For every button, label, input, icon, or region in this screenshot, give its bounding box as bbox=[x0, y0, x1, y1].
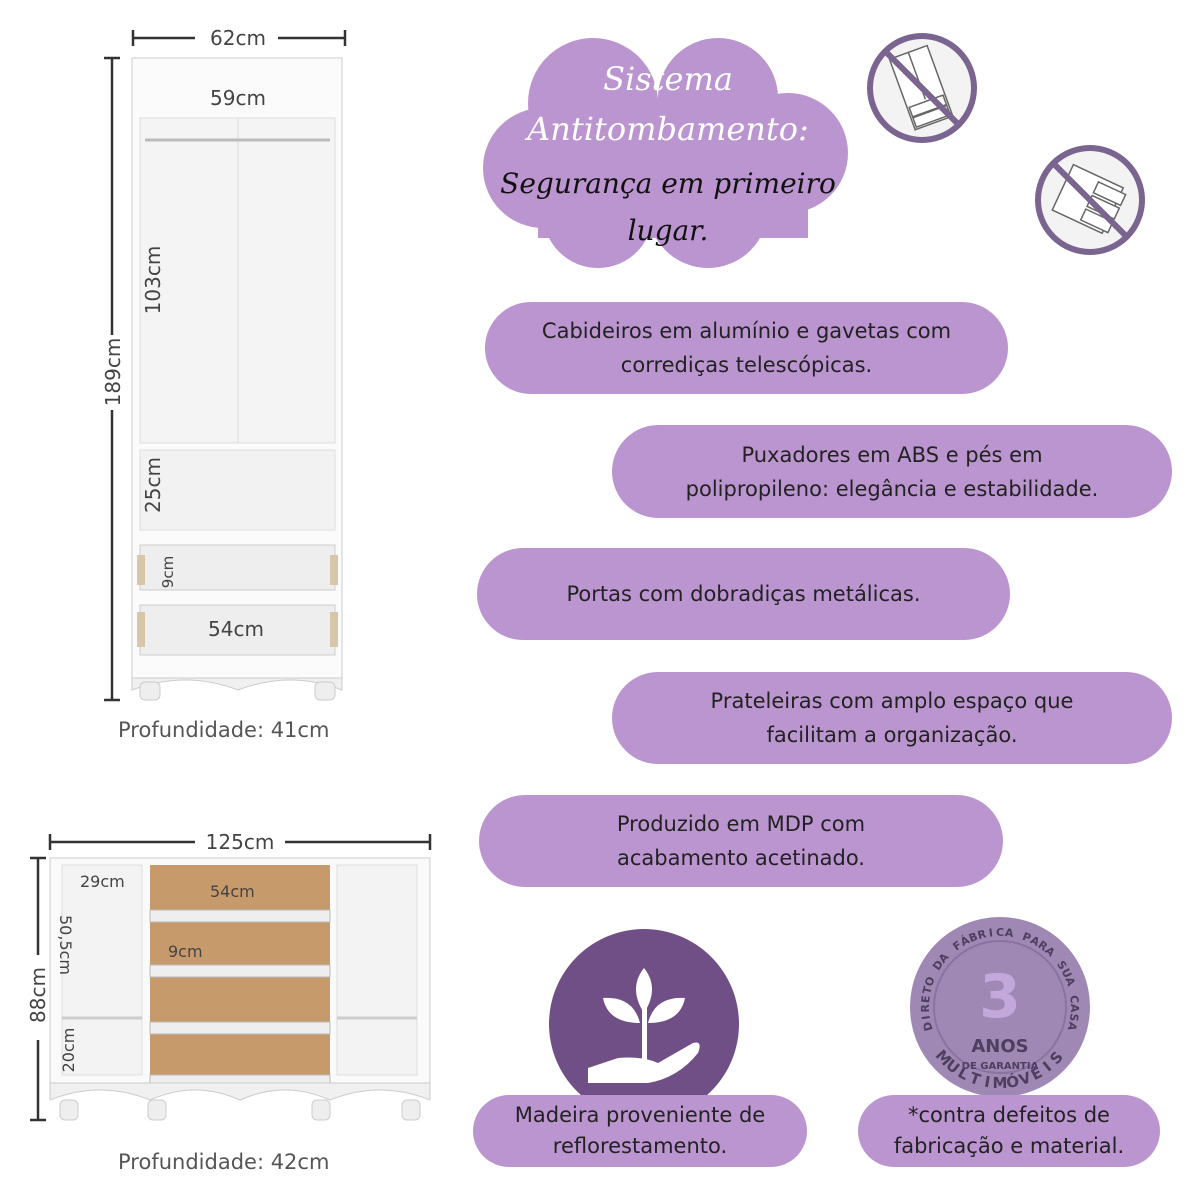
badge-rim-letter: S bbox=[1067, 1013, 1081, 1023]
wardrobe-inner-width-label: 59cm bbox=[210, 86, 266, 110]
no-tipping-drawer-icon bbox=[1035, 145, 1145, 255]
badge-rim-letter: I bbox=[983, 1073, 992, 1092]
badge-rim-letter: A bbox=[1068, 1004, 1081, 1013]
cabinet-shelf-depth-label: 29cm bbox=[80, 872, 125, 891]
badge-rim-letter: Ó bbox=[1005, 1071, 1021, 1092]
badge-number: 3 bbox=[979, 962, 1021, 1032]
badge-anos: ANOS bbox=[971, 1036, 1028, 1057]
feature-text: Prateleiras com amplo espaço que bbox=[710, 689, 1074, 713]
badge-rim-letter: D bbox=[921, 1020, 936, 1032]
cloud-subtitle-2: lugar. bbox=[628, 214, 709, 247]
feature-shelves: Prateleiras com amplo espaço que facilita… bbox=[612, 672, 1172, 764]
badge-rim-letter: E bbox=[919, 995, 933, 1004]
cloud-subtitle-1: Segurança em primeiro bbox=[500, 167, 836, 200]
wardrobe-drawer-height-label: 9cm bbox=[159, 556, 177, 588]
feature-hinges: Portas com dobradiças metálicas. bbox=[477, 548, 1010, 640]
feature-hangers-drawers: Cabideiros em alumínio e gavetas com corr… bbox=[485, 302, 1008, 394]
badge-rim-letter: C bbox=[1067, 995, 1081, 1004]
feature-text: *contra defeitos de bbox=[908, 1103, 1110, 1127]
badge-rim-letter: O bbox=[922, 975, 937, 988]
feature-text: Madeira proveniente de bbox=[514, 1103, 766, 1127]
cabinet-width-label: 125cm bbox=[206, 830, 275, 854]
cabinet-upper-height-label: 50,5cm bbox=[56, 915, 75, 975]
feature-text: Cabideiros em alumínio e gavetas com bbox=[541, 319, 952, 343]
feature-text: corrediças telescópicas. bbox=[620, 353, 873, 377]
wardrobe-hanging-height-label: 103cm bbox=[141, 246, 165, 315]
badge-rim-letter: R bbox=[919, 1003, 932, 1012]
feature-text: Portas com dobradiças metálicas. bbox=[566, 582, 921, 606]
feature-handles-feet: Puxadores em ABS e pés em polipropileno: … bbox=[612, 425, 1172, 518]
badge-rim-letter: C bbox=[996, 926, 1004, 939]
wardrobe-diagram: 62cm 59cm 189cm 103cm 25cm 9cm 54cm 125c… bbox=[26, 26, 432, 1122]
feature-warranty-note: *contra defeitos de fabricação e material… bbox=[858, 1095, 1160, 1167]
feature-text: Produzido em MDP com bbox=[616, 812, 866, 836]
cloud-title-2: Antitombamento: bbox=[524, 110, 809, 148]
feature-text: facilitam a organização. bbox=[766, 723, 1018, 747]
badge-rim-letter: R bbox=[976, 927, 988, 942]
wardrobe-drawer-width-label: 54cm bbox=[208, 617, 264, 641]
wardrobe-height-label: 189cm bbox=[101, 338, 125, 407]
badge-rim-letter: A bbox=[1004, 926, 1015, 940]
wardrobe-width-label: 62cm bbox=[210, 26, 266, 50]
badge-rim-letter: T bbox=[920, 985, 934, 996]
anti-tip-cloud: Sistema Antitombamento: Segurança em pri… bbox=[483, 38, 848, 268]
cabinet-height-label: 88cm bbox=[26, 967, 50, 1023]
badge-rim-letter: A bbox=[1064, 1021, 1079, 1033]
reforestation-plant-icon bbox=[549, 929, 739, 1119]
no-tipping-wardrobe-icon bbox=[867, 33, 977, 143]
feature-text: acabamento acetinado. bbox=[616, 846, 865, 870]
cabinet-drawer-height-label: 9cm bbox=[168, 942, 203, 961]
cabinet-depth-label: Profundidade: 42cm bbox=[118, 1150, 330, 1174]
feature-text: fabricação e material. bbox=[893, 1134, 1125, 1158]
feature-reforestation: Madeira proveniente de reflorestamento. bbox=[473, 1095, 807, 1167]
badge-de-garantia: DE GARANTIA bbox=[962, 1061, 1039, 1072]
badge-rim-letter: M bbox=[993, 1074, 1008, 1092]
wardrobe-shelf-height-label: 25cm bbox=[141, 457, 165, 513]
feature-text: Puxadores em ABS e pés em bbox=[741, 442, 1043, 467]
feature-text: reflorestamento. bbox=[552, 1134, 728, 1158]
badge-rim-letter: I bbox=[988, 926, 994, 939]
badge-rim-letter: I bbox=[920, 1014, 933, 1020]
cabinet-drawer-width-label: 54cm bbox=[210, 882, 255, 901]
wardrobe-depth-label: Profundidade: 41cm bbox=[118, 718, 330, 742]
cabinet-lower-height-label: 20cm bbox=[59, 1028, 78, 1073]
feature-text: polipropileno: elegância e estabilidade. bbox=[685, 476, 1099, 501]
feature-mdp: Produzido em MDP com acabamento acetinado… bbox=[479, 795, 1003, 887]
cloud-title-1: Sistema bbox=[603, 60, 733, 98]
